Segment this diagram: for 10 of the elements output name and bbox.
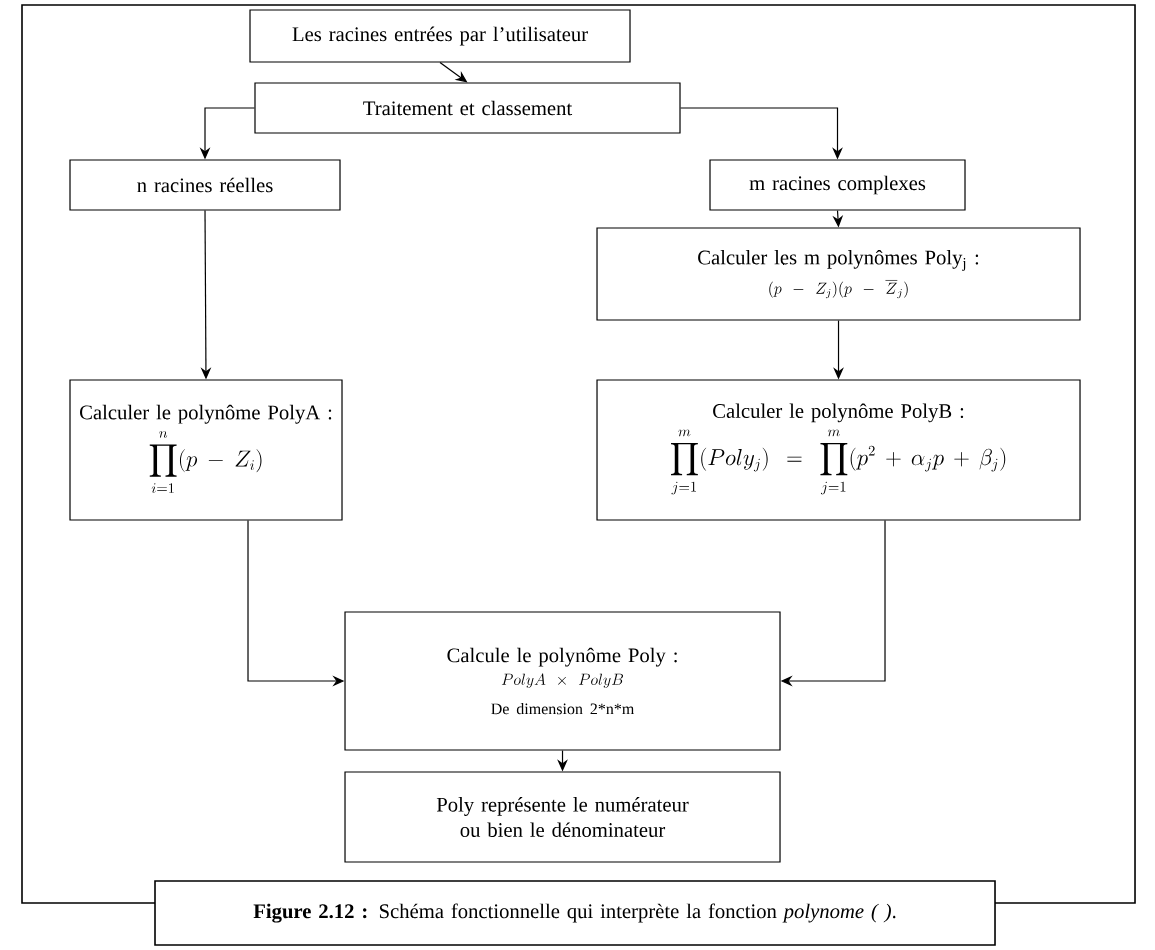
process-box: Calcule le polynôme Poly : $PolyA\times PolyB$ De dimension 2*n*m — [344, 611, 781, 751]
process-box: Calculer le polynôme PolyB : $\prod_{j=1}^{m}(Poly_j)=\prod_{j=1}^{m}(p^2+\alpha_j p+\beta_j)$ — [596, 379, 1081, 521]
process-box: n racines réelles — [69, 159, 341, 211]
process-box: Les racines entrées par l’utilisateur — [249, 9, 631, 63]
process-box: Traitement et classement — [254, 82, 681, 134]
process-box: Calculer le polynôme PolyA : $\prod_{i=1}^{n}(p-Z_i)$ — [69, 379, 343, 521]
process-box: Poly représente le numérateur ou bien le dénominateur — [344, 771, 781, 863]
caption-box: Figure 2.12 : Schéma fonctionnelle qui interprète la fonction polynome ( ). — [154, 880, 996, 946]
process-box: m racines complexes — [709, 159, 966, 211]
process-box: Calculer les m polynômes Poly$_{j}$ : $(p-Z_j)(p-\overline{Z}_j)$ — [596, 227, 1081, 321]
